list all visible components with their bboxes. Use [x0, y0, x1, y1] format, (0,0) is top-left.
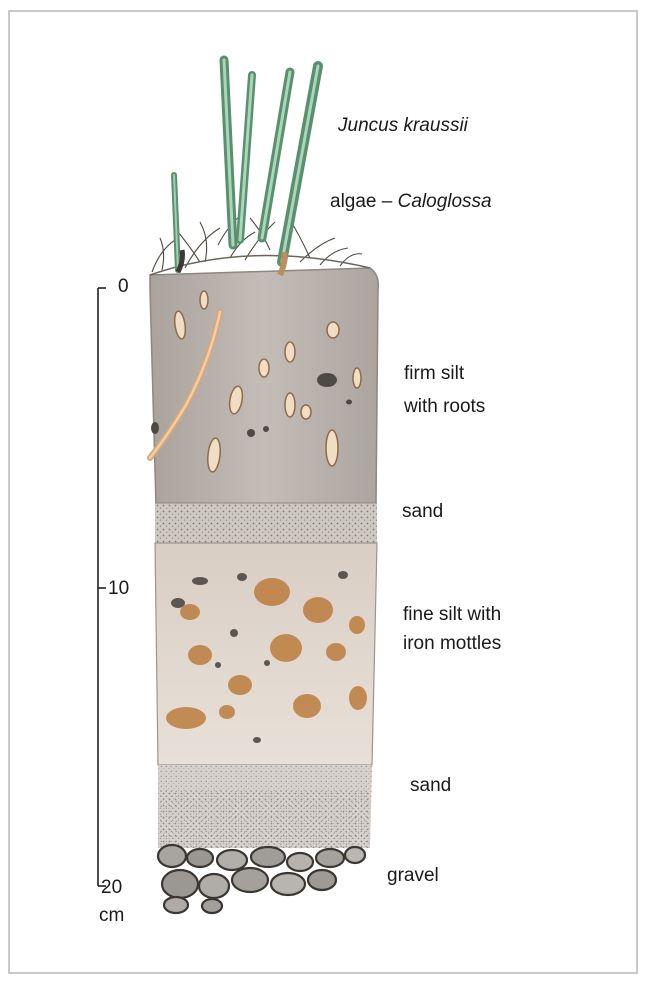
gravel-label: gravel — [387, 862, 439, 889]
depth-tick-20: 20 — [101, 874, 122, 901]
layer-sand-lower — [158, 765, 372, 848]
fine-silt-label-line2: iron mottles — [403, 630, 501, 657]
algae-label: algae – Caloglossa — [330, 188, 492, 215]
firm-silt-label-line1: firm silt — [404, 360, 464, 387]
algae-label-prefix: algae – — [330, 191, 398, 212]
firm-silt-label-line2: with roots — [404, 393, 485, 420]
layer-sand-upper — [155, 503, 377, 543]
depth-tick-0: 0 — [118, 273, 129, 300]
fine-silt-label-line1: fine silt with — [403, 601, 501, 628]
sand-upper-label: sand — [402, 498, 443, 525]
layer-fine-silt — [155, 543, 377, 765]
sand-lower-label: sand — [410, 772, 451, 799]
depth-tick-10: 10 — [108, 575, 129, 602]
layer-firm-silt — [150, 268, 378, 505]
species-label: Juncus kraussii — [338, 112, 468, 139]
layer-gravel — [158, 845, 365, 913]
juncus-stems — [174, 60, 318, 275]
depth-unit: cm — [99, 902, 124, 929]
depth-scale — [98, 288, 106, 886]
algae-label-name: Caloglossa — [398, 191, 492, 212]
